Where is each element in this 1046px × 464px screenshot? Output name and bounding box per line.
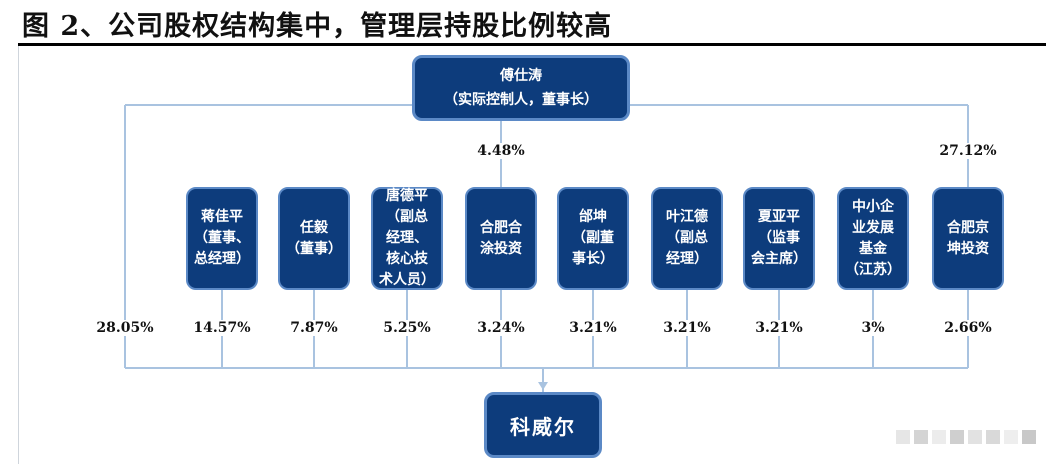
- pct-shareholder: 5.25%: [367, 320, 447, 336]
- shareholder-box: 蒋佳平 （董事、 总经理）: [186, 187, 258, 290]
- shareholder-box: 唐德平 （副总 经理、 核心技 术人员）: [371, 187, 443, 290]
- pct-shareholder: 7.87%: [274, 320, 354, 336]
- shareholder-label: 邰坤 （副董 事长）: [572, 209, 614, 267]
- title-divider: [18, 43, 1046, 46]
- pct-shareholder: 3.21%: [647, 320, 727, 336]
- pct-shareholder: 14.57%: [182, 320, 262, 336]
- shareholder-label: 合肥京 坤投资: [947, 219, 989, 257]
- frame-border: [18, 46, 19, 464]
- pct-shareholder: 3%: [833, 320, 913, 336]
- pct-hehe-from-controller: 4.48%: [461, 143, 541, 159]
- shareholder-label: 任毅 （董事）: [286, 219, 342, 257]
- shareholder-label: 叶江德 （副总 经理）: [666, 209, 708, 267]
- pct-shareholder: 3.21%: [739, 320, 819, 336]
- shareholder-box: 夏亚平 （监事 会主席）: [743, 187, 815, 290]
- pct-direct-stake: 28.05%: [85, 320, 165, 336]
- shareholder-box: 合肥合 涂投资: [465, 187, 537, 290]
- connector-arrow-head: [538, 382, 548, 390]
- shareholder-box: 中小企 业发展 基金 （江苏）: [837, 187, 909, 290]
- company-label: 科威尔: [510, 414, 576, 439]
- actual-controller-label: 傅仕涛 （实际控制人，董事长）: [444, 68, 598, 108]
- pct-shareholder: 3.24%: [461, 320, 541, 336]
- actual-controller-box: 傅仕涛 （实际控制人，董事长）: [412, 55, 630, 121]
- pct-jingkun-from-controller: 27.12%: [928, 143, 1008, 159]
- figure-title: 图 2、公司股权结构集中，管理层持股比例较高: [22, 11, 613, 42]
- shareholder-label: 中小企 业发展 基金 （江苏）: [845, 198, 901, 278]
- shareholder-box: 邰坤 （副董 事长）: [557, 187, 629, 290]
- pct-shareholder: 2.66%: [928, 320, 1008, 336]
- blurred-watermark: [896, 424, 1046, 450]
- shareholder-box: 合肥京 坤投资: [932, 187, 1004, 290]
- shareholder-box: 任毅 （董事）: [278, 187, 350, 290]
- shareholder-label: 合肥合 涂投资: [480, 219, 522, 257]
- shareholder-label: 唐德平 （副总 经理、 核心技 术人员）: [379, 188, 435, 288]
- shareholder-label: 蒋佳平 （董事、 总经理）: [194, 209, 250, 267]
- company-box: 科威尔: [484, 392, 602, 458]
- pct-shareholder: 3.21%: [553, 320, 633, 336]
- shareholder-label: 夏亚平 （监事 会主席）: [751, 209, 807, 267]
- shareholder-box: 叶江德 （副总 经理）: [651, 187, 723, 290]
